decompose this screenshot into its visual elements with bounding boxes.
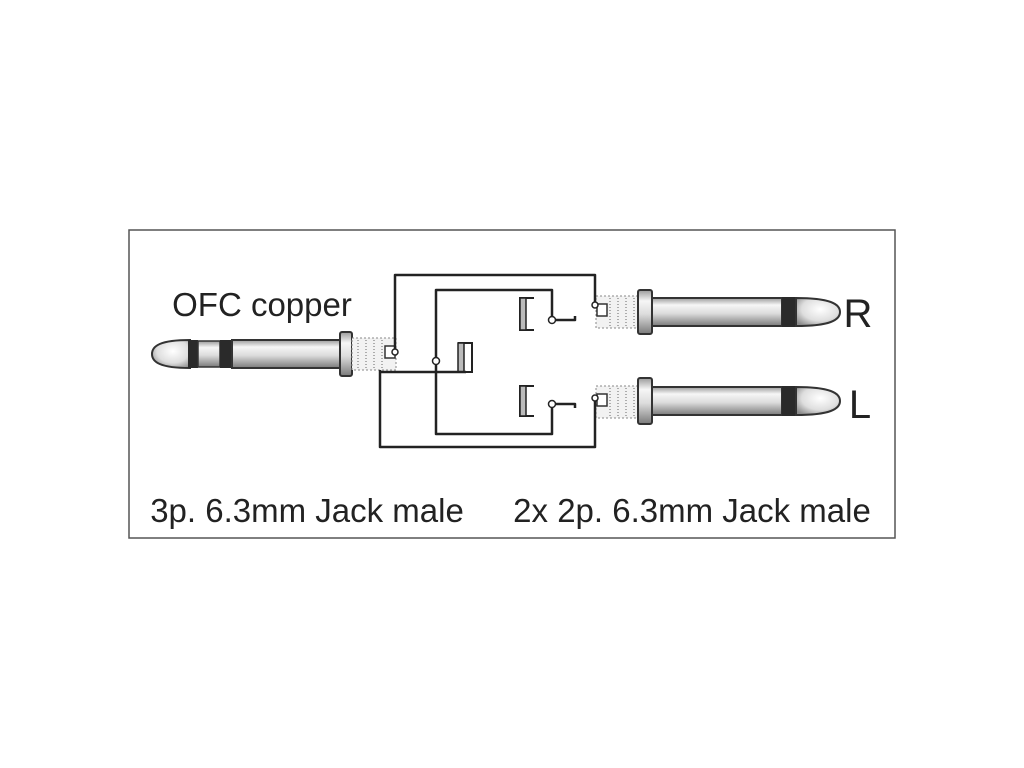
right-jack-plug-r — [595, 289, 842, 335]
solder-terminals — [457, 297, 534, 417]
wires — [378, 273, 597, 449]
right-jack-l-sleeve — [651, 386, 783, 416]
right-jack-l-collar — [637, 377, 653, 425]
right-jack-r-tip — [795, 296, 842, 328]
right-jack-l-tip — [795, 385, 842, 417]
right-connector-label: 2x 2p. 6.3mm Jack male — [513, 492, 871, 529]
channel-l-label: L — [849, 383, 871, 427]
diagram-frame — [128, 229, 896, 539]
wire-ground-r — [434, 288, 554, 360]
right-jack-r-collar — [637, 289, 653, 335]
wire-ground-l — [434, 360, 554, 436]
left-jack-tip — [150, 338, 191, 370]
wire-r-signal — [393, 273, 597, 352]
channel-r-label: R — [844, 292, 873, 336]
right-jack-r-sleeve — [651, 297, 783, 327]
wire-l-signal — [378, 370, 597, 449]
left-connector-label: 3p. 6.3mm Jack male — [150, 492, 464, 529]
left-jack-sleeve — [231, 339, 341, 369]
left-jack-ring-insulator — [188, 340, 198, 368]
right-jack-plug-l — [595, 377, 842, 425]
cable-type-label: OFC copper — [172, 286, 352, 323]
left-jack-collar — [339, 331, 353, 377]
solder-points — [391, 301, 599, 409]
